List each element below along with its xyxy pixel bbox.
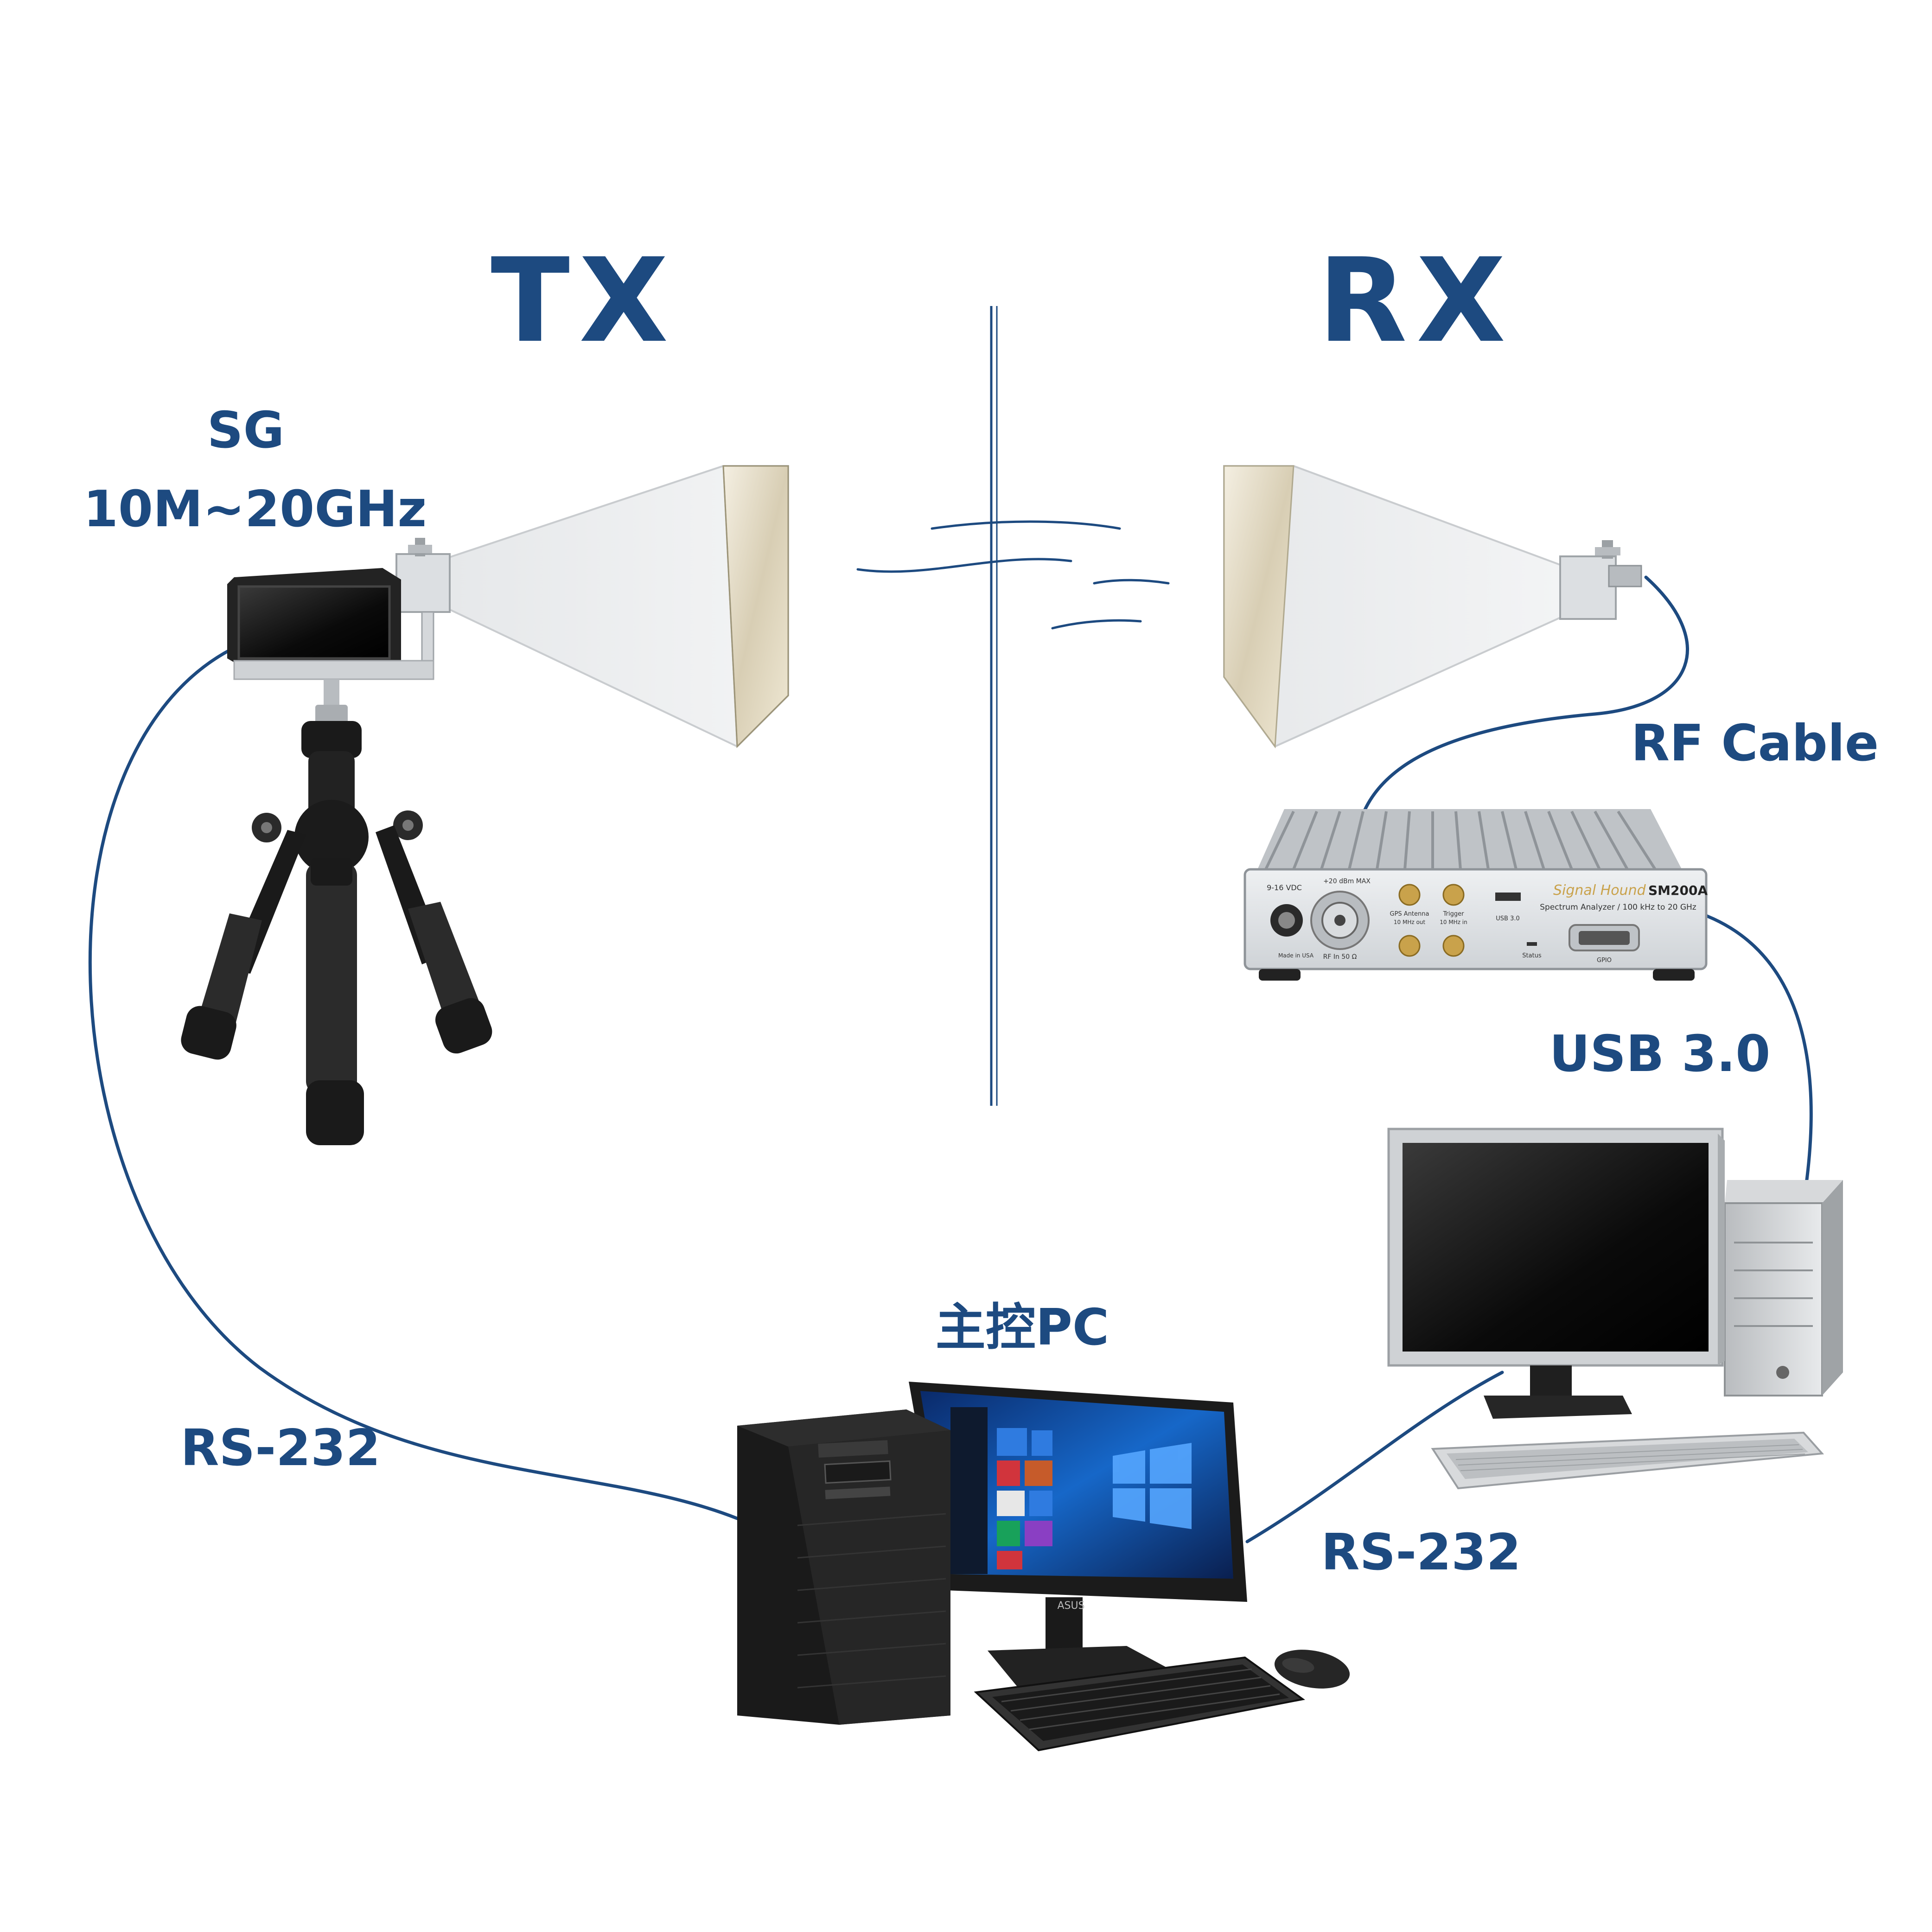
- analyzer-brand-logo: Signal Hound: [1553, 882, 1646, 899]
- rs232-left-label: RS-232: [180, 1419, 380, 1477]
- analyzer-power-label: 9-16 VDC: [1267, 883, 1302, 892]
- rf-cable-label: RF Cable: [1631, 714, 1879, 772]
- monitor-brand-logo: ASUS: [1057, 1600, 1084, 1612]
- signal-wave-4: [1051, 619, 1142, 630]
- tripod: [181, 679, 492, 1145]
- analyzer-made-in-label: Made in USA: [1278, 952, 1314, 959]
- analyzer-ref-in-label: 10 MHz in: [1440, 919, 1467, 925]
- signal-wave-2: [856, 558, 1072, 573]
- tx-horn-antenna: [395, 465, 789, 748]
- analyzer-gpio-label: GPIO: [1597, 957, 1612, 964]
- signal-wave-1: [931, 520, 1121, 530]
- rs232-cable-right: [1245, 1371, 1504, 1543]
- signal-generator: [227, 568, 434, 680]
- rx-pc: [1387, 1128, 1843, 1490]
- analyzer-trigger-label: Trigger: [1443, 911, 1464, 918]
- rs232-cable-left: [88, 643, 739, 1520]
- tx-label: TX: [491, 233, 677, 368]
- sg-label: SG: [207, 402, 284, 459]
- rx-horn-antenna: [1223, 465, 1642, 749]
- analyzer-ref-out-label: 10 MHz out: [1394, 919, 1426, 925]
- analyzer-usb-label: USB 3.0: [1496, 915, 1520, 922]
- usb-cable: [1704, 914, 1813, 1189]
- analyzer-model-label: SM200A: [1648, 883, 1708, 898]
- usb-label: USB 3.0: [1549, 1025, 1771, 1083]
- main-pc-label: 主控PC: [936, 1299, 1109, 1357]
- analyzer-gps-label: GPS Antenna: [1390, 911, 1429, 918]
- rx-label: RX: [1318, 233, 1515, 368]
- analyzer-status-label: Status: [1522, 952, 1542, 959]
- analyzer-max-label: +20 dBm MAX: [1323, 878, 1371, 885]
- rf-cable: [1361, 575, 1689, 816]
- spectrum-analyzer-sm200a: 9-16 VDC +20 dBm MAX RF In 50 Ω GPS Ante…: [1243, 809, 1708, 981]
- signal-wave-3: [1093, 579, 1170, 585]
- analyzer-rf-in-label: RF In 50 Ω: [1323, 953, 1357, 961]
- sg-frequency-label: 10M~20GHz: [83, 480, 427, 538]
- analyzer-subtitle: Spectrum Analyzer / 100 kHz to 20 GHz: [1540, 903, 1696, 912]
- rs232-right-label: RS-232: [1321, 1524, 1521, 1581]
- analyzer-heatsink: [1264, 810, 1657, 870]
- main-pc: ASUS: [737, 1382, 1350, 1752]
